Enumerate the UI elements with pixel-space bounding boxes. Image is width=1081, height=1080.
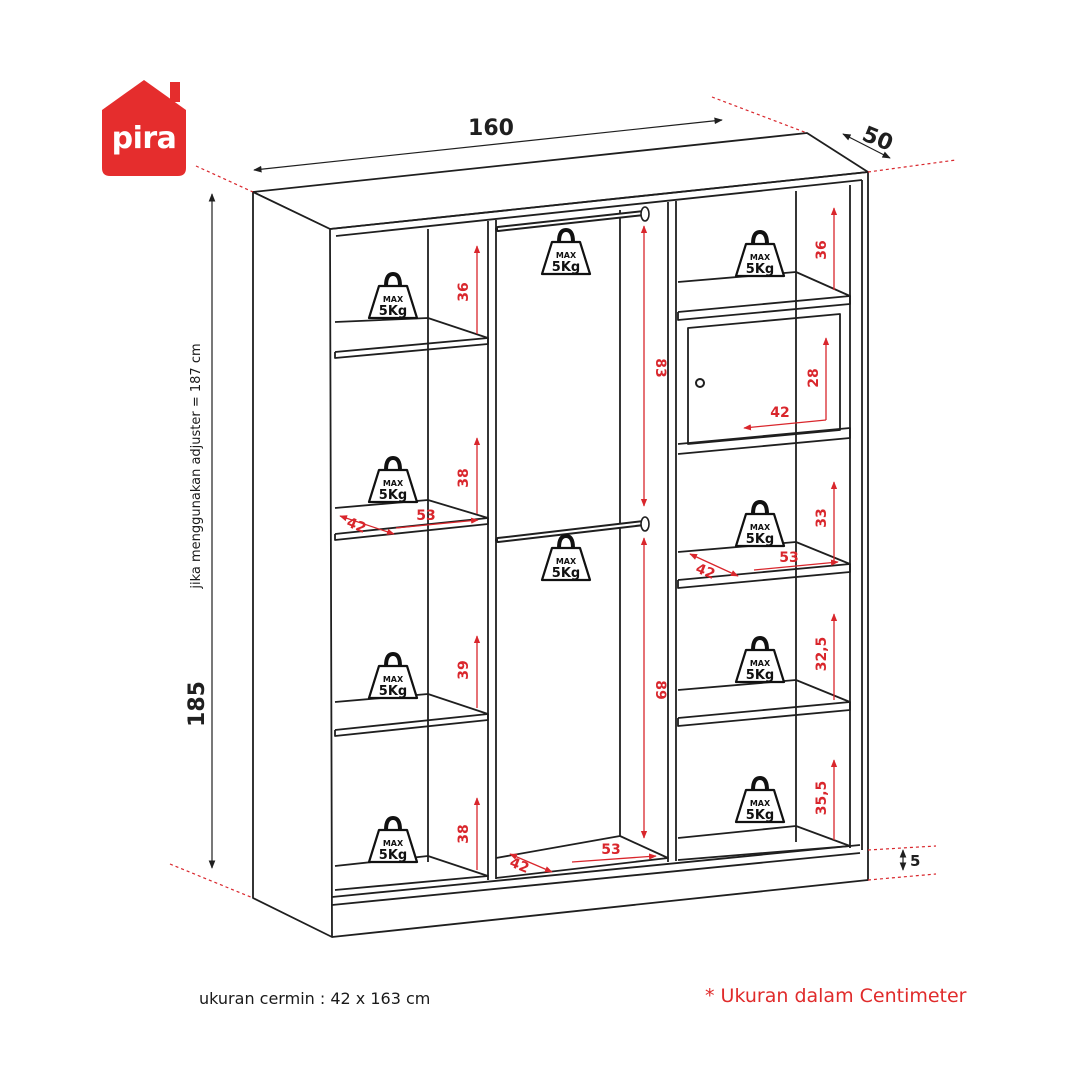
- left-compartment-4-height: 38: [456, 824, 472, 843]
- hanging-rods: [495, 206, 650, 543]
- right-compartment-5-height: 35,5: [814, 781, 830, 816]
- weight-kg-label: 5Kg: [379, 684, 407, 699]
- left-shelf-width: 53: [416, 508, 435, 524]
- right-drawer-height: 28: [806, 368, 822, 387]
- weight-icon: MAX 5Kg: [367, 272, 419, 320]
- weight-max-label: MAX: [383, 839, 404, 848]
- right-shelf-width: 53: [779, 550, 798, 566]
- right-shelf-depth: 42: [693, 561, 717, 583]
- overall-dimension-lines: [208, 117, 907, 871]
- weight-icon: MAX 5Kg: [734, 500, 786, 548]
- weight-kg-label: 5Kg: [552, 566, 580, 581]
- unit-note: * Ukuran dalam Centimeter: [705, 985, 967, 1007]
- projection-lines: [169, 96, 957, 899]
- weight-max-label: MAX: [750, 523, 771, 532]
- weight-max-label: MAX: [750, 659, 771, 668]
- weight-icon: MAX 5Kg: [367, 456, 419, 504]
- weight-kg-label: 5Kg: [552, 260, 580, 275]
- width-dimension: 160: [468, 116, 514, 141]
- weight-max-label: MAX: [556, 251, 577, 260]
- middle-upper-height: 83: [652, 358, 668, 377]
- weight-icon: MAX 5Kg: [367, 652, 419, 700]
- weight-max-label: MAX: [383, 295, 404, 304]
- weight-max-label: MAX: [383, 675, 404, 684]
- left-compartment-1-height: 36: [456, 282, 472, 301]
- mirror-size-note: ukuran cermin : 42 x 163 cm: [199, 989, 431, 1008]
- right-drawer-width: 42: [770, 405, 789, 421]
- weight-icon: MAX 5Kg: [540, 228, 592, 276]
- height-note: jika menggunakan adjuster = 187 cm: [189, 343, 204, 589]
- weight-kg-label: 5Kg: [746, 668, 774, 683]
- compartment-dimension-lines: [339, 207, 839, 873]
- right-compartment-1-height: 36: [814, 240, 830, 259]
- weight-kg-label: 5Kg: [746, 262, 774, 277]
- weight-kg-label: 5Kg: [379, 304, 407, 319]
- weight-icon: MAX 5Kg: [734, 776, 786, 824]
- weight-max-label: MAX: [750, 799, 771, 808]
- weight-icon: MAX 5Kg: [540, 534, 592, 582]
- weight-icon: MAX 5Kg: [734, 230, 786, 278]
- weight-kg-label: 5Kg: [379, 488, 407, 503]
- left-compartment-2-height: 38: [456, 468, 472, 487]
- brand-logo: pira: [94, 76, 194, 176]
- weight-max-label: MAX: [750, 253, 771, 262]
- middle-lower-height: 89: [652, 680, 668, 699]
- house-icon: [102, 80, 186, 176]
- middle-floor-depth: 42: [507, 855, 531, 877]
- weight-kg-label: 5Kg: [746, 532, 774, 547]
- base-dimension: 5: [910, 852, 920, 870]
- depth-dimension: 50: [859, 122, 897, 157]
- weight-icon: MAX 5Kg: [367, 816, 419, 864]
- brand-name: pira: [111, 121, 177, 156]
- weight-icon: MAX 5Kg: [734, 636, 786, 684]
- weight-kg-label: 5Kg: [379, 848, 407, 863]
- middle-floor-width: 53: [601, 842, 620, 858]
- weight-max-label: MAX: [556, 557, 577, 566]
- left-shelf-depth: 42: [344, 515, 368, 537]
- height-dimension: 185: [185, 681, 210, 727]
- weight-max-label: MAX: [383, 479, 404, 488]
- right-compartment-4-height: 32,5: [814, 637, 830, 672]
- right-compartment-3-height: 33: [814, 508, 830, 527]
- left-compartment-3-height: 39: [456, 660, 472, 679]
- weight-kg-label: 5Kg: [746, 808, 774, 823]
